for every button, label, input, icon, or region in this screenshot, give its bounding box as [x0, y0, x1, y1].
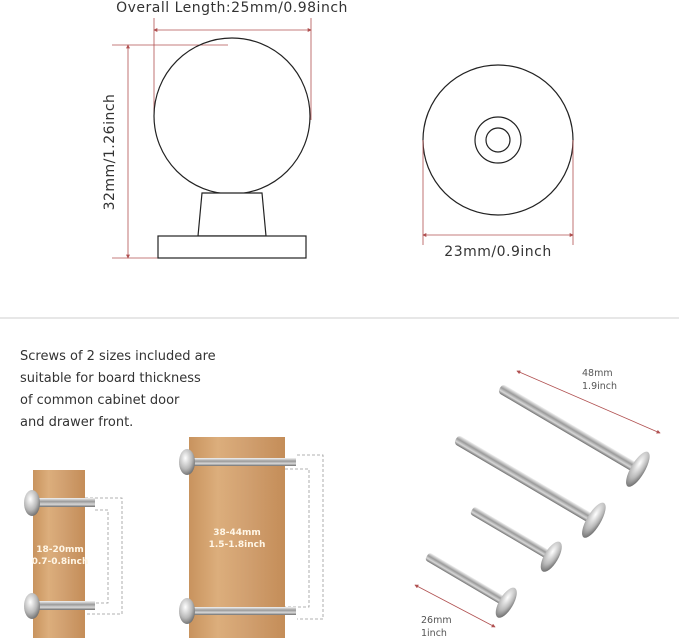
screw-shaft [35, 498, 95, 507]
screw-head [179, 598, 195, 624]
description-line: suitable for board thickness [20, 371, 201, 386]
short-screw [470, 507, 562, 572]
knob-side-view: Overall Length:25mm/0.98inch 32mm/1.26in… [102, 0, 348, 259]
screw-head [24, 490, 40, 516]
thickness-bracket [285, 454, 324, 620]
screw-shaft [190, 458, 296, 466]
overall-length-label: Overall Length:25mm/0.98inch [116, 0, 348, 16]
screw-set: 48mm 1.9inch 26mm 1inch [414, 368, 661, 638]
long-screw [454, 436, 606, 538]
board-thickness-mm: 38-44mm [213, 528, 261, 538]
short-screw-inch: 1inch [421, 628, 447, 638]
short-screw-dimension-line [414, 584, 496, 628]
knob-top-view: 23mm/0.9inch [422, 64, 574, 260]
long-screw-dimension-line [516, 370, 661, 434]
screw-head [24, 593, 40, 619]
screw-shaft [35, 601, 95, 610]
knob-neck [197, 192, 267, 237]
height-label: 32mm/1.26inch [102, 94, 118, 211]
short-screw [425, 553, 517, 618]
thickness-bracket [85, 497, 123, 615]
knob-outer-circle [422, 64, 574, 216]
board-thickness-mm: 18-20mm [36, 545, 84, 555]
board-thickness-inch: 0.7-0.8inch [32, 557, 89, 567]
wood-board [189, 437, 285, 638]
knob-screw-hole [485, 127, 511, 153]
long-screw-mm: 48mm [582, 368, 613, 379]
knob-base [157, 235, 307, 259]
short-screw-mm: 26mm [421, 615, 452, 626]
board-thickness-inch: 1.5-1.8inch [209, 540, 266, 550]
description-line: of common cabinet door [20, 393, 180, 408]
description-line: and drawer front. [20, 415, 134, 430]
knob-inner-ring [474, 116, 522, 164]
long-screw-inch: 1.9inch [582, 381, 617, 392]
thin-board-illustration: 18-20mm 0.7-0.8inch [24, 470, 123, 638]
screw-head [179, 449, 195, 475]
screw-shaft [190, 607, 296, 615]
knob-ball [153, 37, 311, 195]
thick-board-illustration: 38-44mm 1.5-1.8inch [179, 437, 324, 638]
long-screw [498, 385, 650, 487]
description-line: Screws of 2 sizes included are [20, 349, 216, 364]
diameter-label: 23mm/0.9inch [444, 244, 551, 260]
screw-description: Screws of 2 sizes included are suitable … [20, 346, 260, 434]
